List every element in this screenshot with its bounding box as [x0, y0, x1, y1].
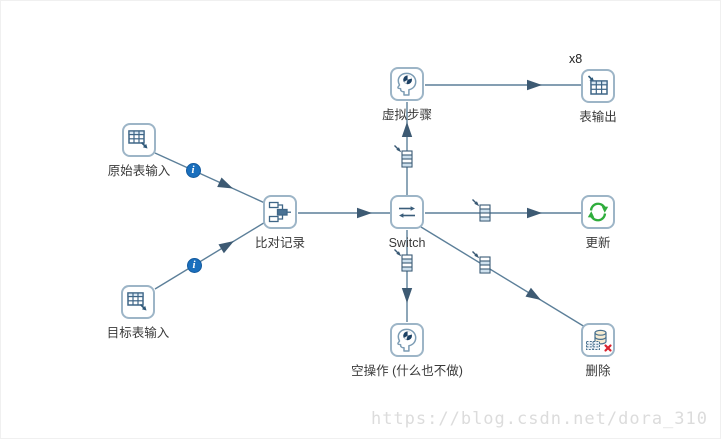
step-switch[interactable]: Switch	[389, 195, 425, 250]
step-delete[interactable]: 删除	[581, 323, 615, 378]
step-label: 删除	[585, 364, 611, 378]
info-stream-icon: i	[185, 162, 201, 178]
step-origin-table-input[interactable]: 原始表输入	[108, 123, 170, 178]
table-input-icon	[127, 292, 147, 311]
step-label: 表输出	[579, 110, 617, 124]
hop-switch-to-update[interactable]	[425, 207, 581, 219]
dummy-head-icon	[397, 72, 417, 96]
step-label: Switch	[388, 236, 426, 250]
hop-target-to-compare[interactable]	[154, 220, 268, 290]
red-x-icon	[604, 344, 612, 352]
info-stream-icon: i	[186, 257, 202, 273]
step-label: 目标表输入	[106, 326, 170, 340]
dummy-head-icon	[397, 328, 417, 352]
table-output-icon	[587, 75, 608, 95]
delete-icon	[586, 329, 612, 352]
hop-compare-to-switch[interactable]	[298, 207, 390, 219]
step-label: 原始表输入	[107, 164, 171, 178]
copy-rows-icon	[393, 248, 413, 272]
step-noop-dummy[interactable]: 空操作 (什么也不做)	[351, 323, 463, 378]
info-glyph: i	[192, 258, 196, 271]
step-virtual-step[interactable]: 虚拟步骤	[382, 67, 432, 122]
step-table-output[interactable]: x8 表输出	[569, 52, 617, 124]
hop-switch-to-delete[interactable]	[420, 226, 586, 328]
copy-rows-icon	[471, 198, 491, 222]
merge-rows-icon	[268, 201, 291, 223]
hop-virtual-to-tableoutput[interactable]	[425, 79, 581, 91]
step-label: 虚拟步骤	[381, 108, 433, 122]
copies-badge: x8	[569, 52, 583, 66]
switch-icon	[399, 206, 415, 218]
hop-switch-to-noop[interactable]	[401, 230, 413, 322]
step-compare-records[interactable]: 比对记录	[255, 195, 305, 250]
table-input-icon	[128, 130, 148, 149]
update-refresh-icon	[587, 202, 609, 222]
step-update[interactable]: 更新	[581, 195, 615, 250]
step-target-table-input[interactable]: 目标表输入	[107, 285, 169, 340]
hop-switch-to-virtual[interactable]	[401, 102, 413, 195]
step-label: 比对记录	[254, 236, 306, 250]
step-label: 更新	[585, 236, 611, 250]
hop-origin-to-compare[interactable]	[154, 152, 268, 205]
watermark-text: https://blog.csdn.net/dora_310	[370, 409, 708, 429]
step-label: 空操作 (什么也不做)	[351, 364, 463, 378]
info-glyph: i	[191, 163, 195, 176]
copy-rows-icon	[471, 250, 491, 274]
copy-rows-icon	[393, 144, 413, 168]
